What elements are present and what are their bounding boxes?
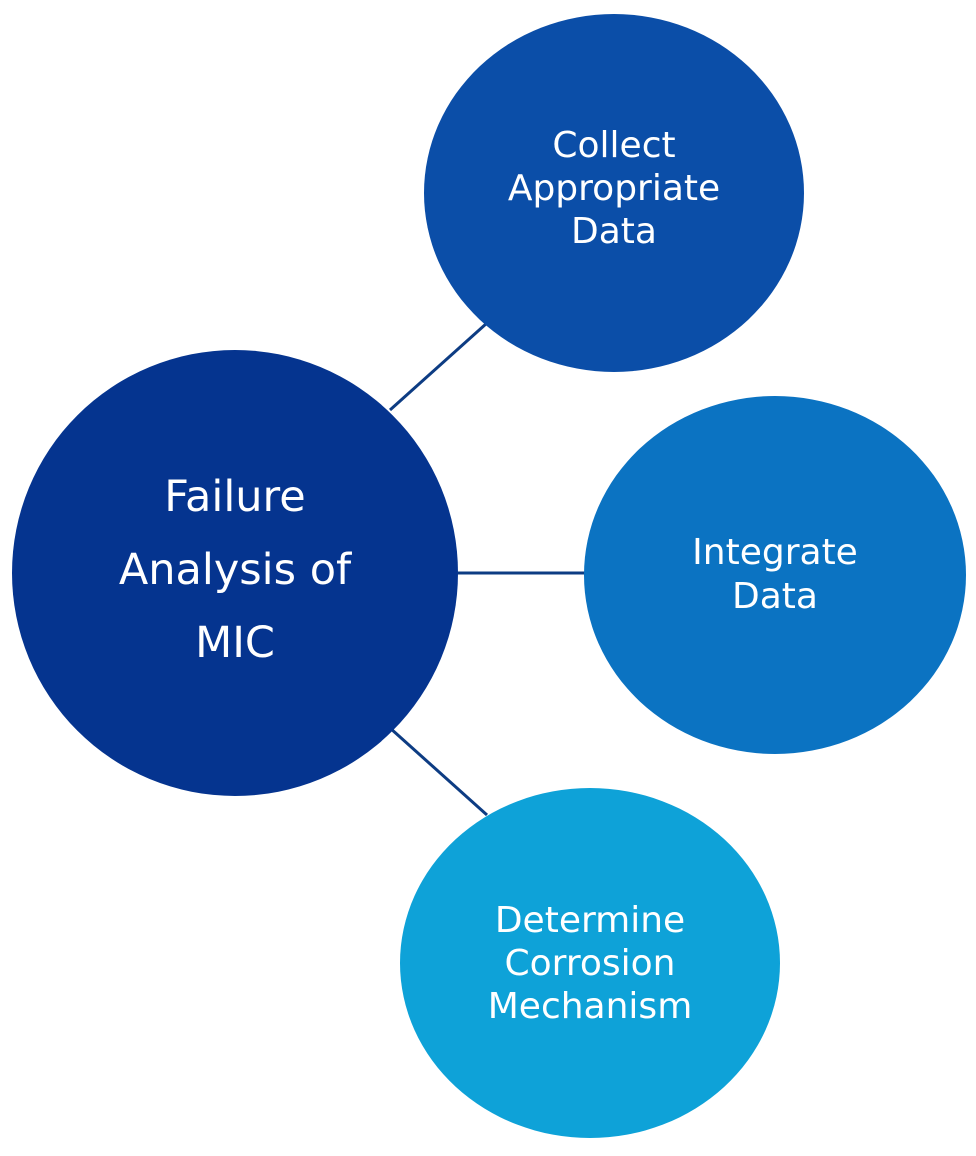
node-integrate-data: Integrate Data [584,396,966,754]
node-collect-label: Collect Appropriate Data [507,124,721,252]
node-determine-corrosion-mechanism: Determine Corrosion Mechanism [400,788,780,1138]
node-collect-appropriate-data: Collect Appropriate Data [424,14,804,372]
connector-collect [388,321,489,412]
node-determine-label: Determine Corrosion Mechanism [487,899,693,1027]
central-node-label: Failure Analysis of MIC [118,471,352,668]
connector-determine [388,726,489,817]
node-integrate-label: Integrate Data [692,532,858,617]
central-node-failure-analysis: Failure Analysis of MIC [12,350,458,796]
